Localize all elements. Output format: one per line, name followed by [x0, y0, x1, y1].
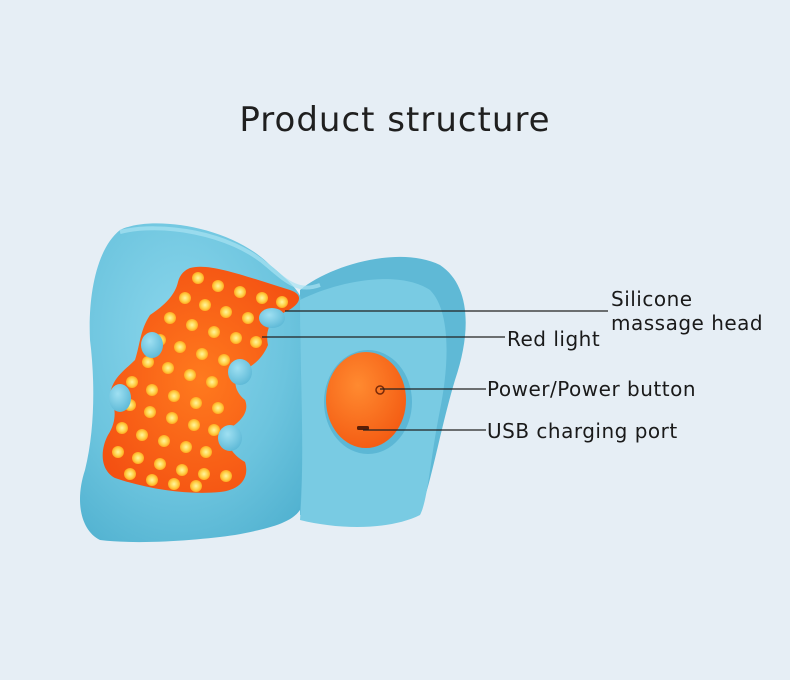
red-light-led — [220, 306, 232, 318]
red-light-led — [146, 384, 158, 396]
red-light-led — [136, 429, 148, 441]
red-light-led — [190, 480, 202, 492]
red-light-led — [168, 390, 180, 402]
red-light-led — [256, 292, 268, 304]
red-light-led — [124, 468, 136, 480]
power-button-icon[interactable] — [375, 385, 385, 395]
red-light-led — [116, 422, 128, 434]
red-light-led — [146, 474, 158, 486]
label-power-button: Power/Power button — [487, 377, 696, 401]
red-light-led — [206, 376, 218, 388]
silicone-massage-heads — [109, 308, 285, 451]
page-title: Product structure — [239, 100, 551, 140]
red-light-led — [208, 424, 220, 436]
label-silicone-line1: Silicone — [611, 287, 693, 311]
red-light-led — [218, 354, 230, 366]
red-light-led — [166, 412, 178, 424]
red-light-led — [208, 326, 220, 338]
label-silicone-line2: massage head — [611, 311, 764, 335]
leader-lines — [262, 310, 608, 431]
red-light-led — [234, 286, 246, 298]
red-light-led — [242, 312, 254, 324]
red-light-led — [200, 446, 212, 458]
red-light-led — [132, 452, 144, 464]
label-red-light: Red light — [507, 327, 601, 351]
red-light-led — [180, 441, 192, 453]
usb-port-icon[interactable] — [357, 426, 369, 430]
red-light-led — [164, 312, 176, 324]
red-light-panel — [102, 266, 300, 493]
label-usb-charging-port: USB charging port — [487, 419, 678, 443]
red-light-led — [188, 419, 200, 431]
red-light-led — [176, 464, 188, 476]
red-light-led — [212, 402, 224, 414]
red-light-led — [184, 369, 196, 381]
red-light-led — [198, 468, 210, 480]
red-light-led — [144, 406, 156, 418]
red-light-led — [154, 458, 166, 470]
red-light-led — [158, 435, 170, 447]
label-silicone-massage-head: Silicone massage head — [611, 287, 763, 335]
red-light-led — [199, 299, 211, 311]
red-light-led — [186, 319, 198, 331]
red-light-led — [230, 332, 242, 344]
red-light-led — [190, 397, 202, 409]
red-light-led — [174, 341, 186, 353]
control-disc — [324, 350, 412, 454]
red-light-led — [276, 296, 288, 308]
red-light-led — [196, 348, 208, 360]
red-light-led — [112, 446, 124, 458]
red-light-led — [250, 336, 262, 348]
red-light-led — [142, 356, 154, 368]
red-light-led — [126, 376, 138, 388]
red-light-led — [162, 362, 174, 374]
red-light-led — [192, 272, 204, 284]
red-light-led — [168, 478, 180, 490]
red-light-led — [212, 280, 224, 292]
red-light-led — [179, 292, 191, 304]
red-light-led — [220, 470, 232, 482]
